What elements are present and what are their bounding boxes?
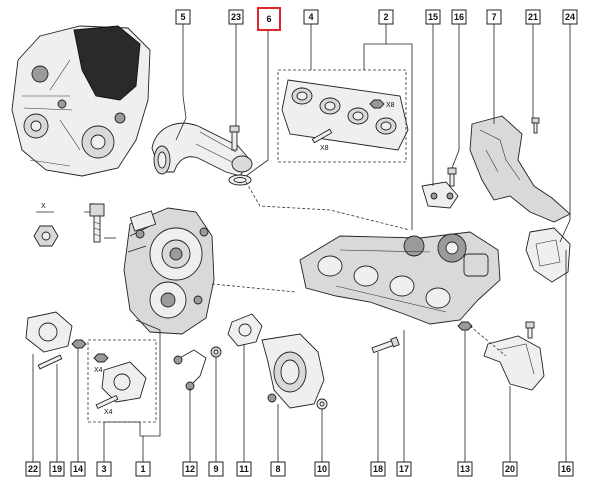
bolt-head-icon	[89, 203, 105, 217]
svg-text:17: 17	[399, 464, 409, 474]
svg-text:16: 16	[561, 464, 571, 474]
svg-text:24: 24	[565, 12, 575, 22]
callout-14[interactable]: 14	[70, 461, 86, 477]
callout-18[interactable]: 18	[370, 461, 386, 477]
heat-shield-7-part	[469, 115, 571, 223]
stud-18-part	[371, 336, 400, 354]
callout-13[interactable]: 13	[457, 461, 473, 477]
callout-3[interactable]: 3	[96, 461, 112, 477]
stud-x8-note: X8	[320, 145, 329, 152]
svg-text:20: 20	[505, 464, 515, 474]
callout-21[interactable]: 21	[525, 9, 541, 25]
svg-text:4: 4	[308, 12, 313, 22]
svg-text:23: 23	[231, 12, 241, 22]
stud-19-part	[37, 354, 63, 370]
svg-text:11: 11	[239, 464, 249, 474]
svg-text:5: 5	[180, 12, 185, 22]
top-callouts: 5 23 6 4 2 15 16 7	[175, 7, 578, 31]
svg-text:1: 1	[140, 464, 145, 474]
svg-text:12: 12	[185, 464, 195, 474]
callout-10[interactable]: 10	[314, 461, 330, 477]
svg-text:19: 19	[52, 464, 62, 474]
heat-shield-24-part	[525, 227, 571, 283]
bottom-callouts: 22 19 14 3 1 12 9 11	[25, 461, 574, 477]
oil-pipe-12-part	[173, 349, 207, 391]
svg-text:7: 7	[491, 12, 496, 22]
svg-text:9: 9	[213, 464, 218, 474]
callout-11[interactable]: 11	[236, 461, 252, 477]
callout-19[interactable]: 19	[49, 461, 65, 477]
stud-x4-note: X4	[104, 409, 113, 416]
svg-text:2: 2	[383, 12, 388, 22]
svg-text:13: 13	[460, 464, 470, 474]
turbocharger-assembly	[123, 207, 215, 335]
svg-text:15: 15	[428, 12, 438, 22]
engine-overview-image	[11, 25, 151, 177]
bracket-15-part	[421, 181, 459, 209]
callout-17[interactable]: 17	[396, 461, 412, 477]
callout-9[interactable]: 9	[208, 461, 224, 477]
callout-12[interactable]: 12	[182, 461, 198, 477]
callout-1[interactable]: 1	[135, 461, 151, 477]
bolt-23-part	[229, 125, 240, 151]
svg-text:14: 14	[73, 464, 83, 474]
svg-text:3: 3	[101, 464, 106, 474]
svg-text:6: 6	[266, 14, 271, 24]
callout-8[interactable]: 8	[270, 461, 286, 477]
callout-4[interactable]: 4	[303, 9, 319, 25]
intake-hose-part	[151, 122, 253, 177]
svg-text:18: 18	[373, 464, 383, 474]
callout-24[interactable]: 24	[562, 9, 578, 25]
nut-14-part	[71, 339, 87, 349]
downpipe-8-part	[261, 333, 325, 409]
callout-7[interactable]: 7	[486, 9, 502, 25]
gasket-11-part	[227, 313, 263, 347]
nut-13-part	[457, 321, 473, 331]
bolt-16-part	[447, 167, 457, 187]
callout-16-bottom[interactable]: 16	[558, 461, 574, 477]
callout-2[interactable]: 2	[378, 9, 394, 25]
stud-x8-part: X8	[311, 128, 333, 152]
gasket-kit-3-part: X4 X4	[93, 353, 147, 416]
svg-text:10: 10	[317, 464, 327, 474]
callout-22[interactable]: 22	[25, 461, 41, 477]
svg-text:21: 21	[528, 12, 538, 22]
nut-x8-note: X8	[386, 102, 395, 109]
manifold-gasket-part	[281, 79, 409, 151]
callout-20[interactable]: 20	[502, 461, 518, 477]
fastener-legend: X X	[33, 203, 116, 247]
callout-15[interactable]: 15	[425, 9, 441, 25]
nut-10-part	[316, 398, 328, 410]
nut-x8-part: X8	[369, 99, 395, 109]
exhaust-manifold-turbo-assembly	[299, 231, 501, 325]
leader-lines	[32, 24, 571, 462]
callout-6-selected[interactable]: 6	[257, 7, 281, 31]
svg-text:8: 8	[275, 464, 280, 474]
callout-5[interactable]: 5	[175, 9, 191, 25]
banjo-fitting-9-part	[210, 346, 222, 358]
bolt-21-part	[531, 117, 540, 134]
bolt-20-upper-part	[525, 321, 535, 339]
svg-text:22: 22	[28, 464, 38, 474]
nut-qty-note: X	[41, 203, 46, 210]
gasket-22-part	[25, 311, 73, 353]
svg-text:16: 16	[454, 12, 464, 22]
nut-x4-note: X4	[94, 367, 103, 374]
gasket-ring-part	[228, 174, 252, 186]
support-bracket-20-part	[483, 335, 545, 391]
callout-23[interactable]: 23	[228, 9, 244, 25]
callout-16-top[interactable]: 16	[451, 9, 467, 25]
